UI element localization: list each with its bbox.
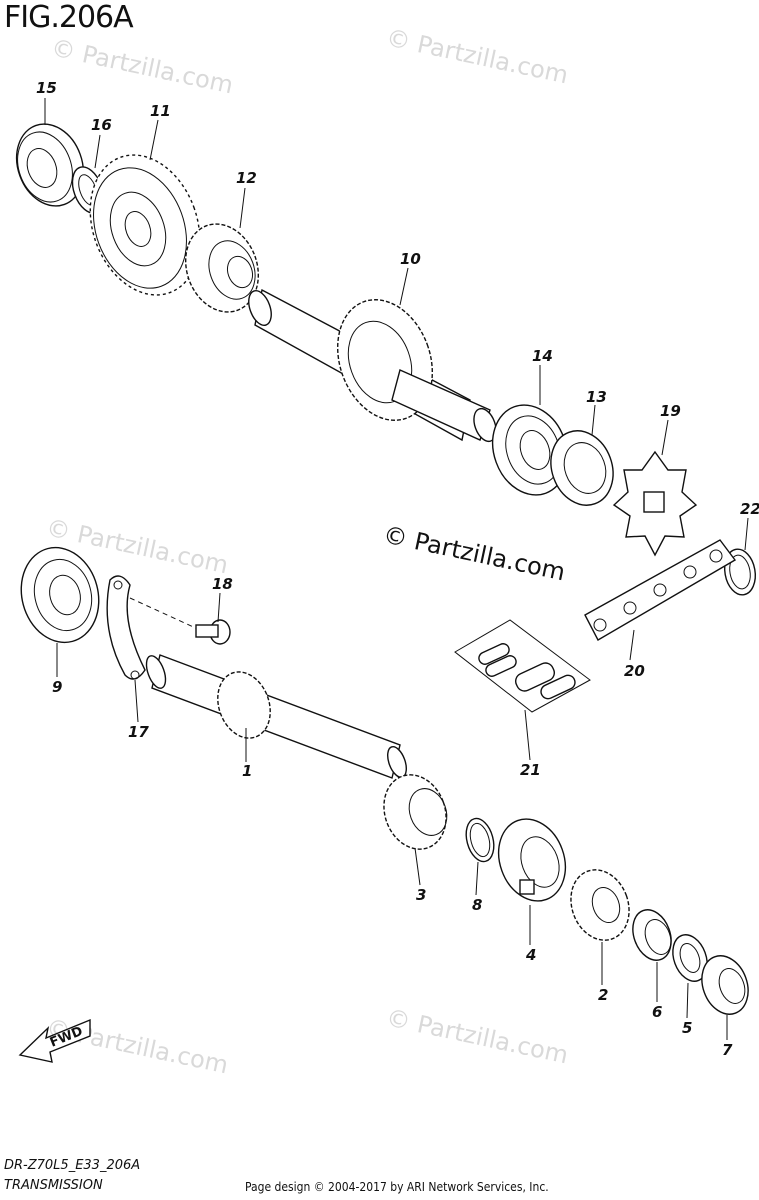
watermark: © Partzilla.com — [49, 33, 236, 99]
callout-22: 22 — [740, 500, 759, 518]
part-21-chain-joint-kit — [454, 619, 591, 713]
callout-5: 5 — [682, 1019, 692, 1037]
callout-19: 19 — [660, 402, 681, 420]
callout-9: 9 — [52, 678, 62, 696]
figure-title: FIG.206A — [4, 0, 134, 35]
callout-1: 1 — [242, 762, 252, 780]
part-12-gear — [184, 223, 260, 313]
callout-21: 21 — [520, 761, 541, 779]
callout-13: 13 — [586, 388, 607, 406]
section-title: TRANSMISSION — [4, 1178, 103, 1193]
callout-18: 18 — [212, 575, 233, 593]
callout-17: 17 — [128, 723, 149, 741]
part-2-gear — [570, 869, 630, 941]
callout-7: 7 — [722, 1041, 733, 1059]
callout-6: 6 — [652, 1003, 662, 1021]
part-20-drive-chain — [584, 539, 737, 641]
callout-20: 20 — [624, 662, 645, 680]
part-7-needle-bearing — [701, 955, 749, 1015]
copyright-notice: Page design © 2004-2017 by ARI Network S… — [245, 1180, 549, 1194]
callout-12: 12 — [236, 169, 257, 187]
callout-3: 3 — [416, 886, 426, 904]
callout-10: 10 — [400, 250, 421, 268]
part-10-countershaft — [248, 288, 497, 443]
callout-4: 4 — [525, 946, 536, 964]
part-6-bushing — [632, 909, 672, 961]
callout-8: 8 — [472, 896, 482, 914]
callout-11: 11 — [150, 102, 171, 120]
part-8-circlip — [465, 817, 495, 863]
part-3-gear — [383, 774, 448, 850]
callout-2: 2 — [598, 986, 608, 1004]
part-1-mainshaft — [145, 654, 407, 779]
watermark: © Partzilla.com — [44, 1013, 231, 1079]
part-15-bearing — [15, 123, 85, 207]
callout-15: 15 — [36, 79, 57, 97]
part-18-screw — [129, 597, 231, 645]
partzilla-watermark: © Partzilla.com — [381, 520, 568, 586]
part-9-bearing — [20, 546, 100, 644]
leader-lines — [44, 98, 749, 1040]
part-4-gear — [497, 818, 567, 902]
callout-16: 16 — [91, 116, 112, 134]
part-17-bearing-retainer — [106, 575, 146, 680]
callout-14: 14 — [532, 347, 553, 365]
part-5-washer — [672, 934, 708, 982]
callout-labels: 15 16 11 12 10 14 13 19 22 20 21 18 9 17… — [36, 79, 759, 1059]
watermark: © Partzilla.com — [384, 23, 571, 89]
model-code: DR-Z70L5_E33_206A — [4, 1158, 141, 1173]
part-13-oil-seal — [550, 430, 614, 506]
part-19-sprocket — [612, 450, 698, 557]
watermark: © Partzilla.com — [384, 1003, 571, 1069]
part-11-gear — [89, 154, 201, 296]
